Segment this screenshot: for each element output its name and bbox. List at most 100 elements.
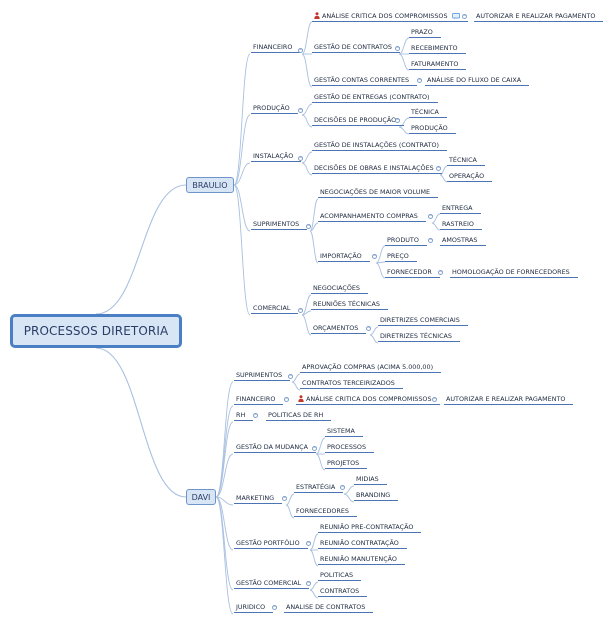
collapse-toggle-icon[interactable]: − xyxy=(282,495,288,501)
topic-negociacoes-volume[interactable]: NEGOCIAÇÕES DE MAIOR VOLUME xyxy=(318,188,439,198)
topic-davi-juridico[interactable]: JURIDICO xyxy=(234,603,274,613)
collapse-toggle-icon[interactable]: − xyxy=(284,396,290,402)
topic-davi-rh[interactable]: RH xyxy=(234,411,254,421)
topic-braulio-suprimentos[interactable]: SUPRIMENTOS xyxy=(251,220,308,230)
main-node-braulio[interactable]: BRAULIO xyxy=(186,177,234,193)
collapse-toggle-icon[interactable]: − xyxy=(438,269,444,275)
collapse-toggle-icon[interactable]: − xyxy=(306,580,312,586)
topic-acompanhamento-compras[interactable]: ACOMPANHAMENTO COMPRAS xyxy=(318,212,426,222)
collapse-toggle-icon[interactable]: − xyxy=(417,77,423,83)
collapse-toggle-icon[interactable]: − xyxy=(298,155,304,161)
collapse-toggle-icon[interactable]: − xyxy=(272,604,278,610)
topic-davi-autorizar[interactable]: AUTORIZAR E REALIZAR PAGAMENTO xyxy=(444,395,574,405)
collapse-toggle-icon[interactable]: − xyxy=(432,396,438,402)
topic-diretrizes-tecnicas[interactable]: DIRETRIZES TÉCNICAS xyxy=(378,332,460,342)
topic-analise-fluxo[interactable]: ANÁLISE DO FLUXO DE CAIXA xyxy=(425,76,530,86)
topic-gestao-contratos[interactable]: GESTÃO DE CONTRATOS xyxy=(312,43,400,53)
topic-operacao[interactable]: OPERAÇÃO xyxy=(447,172,493,182)
topic-davi-gestao-portfolio[interactable]: GESTÃO PORTFÓLIO xyxy=(234,539,308,549)
connector-line xyxy=(215,381,234,498)
collapse-toggle-icon[interactable]: − xyxy=(288,373,294,379)
connector-line xyxy=(301,53,313,88)
topic-projetos[interactable]: PROJETOS xyxy=(325,459,368,469)
collapse-toggle-icon[interactable]: − xyxy=(436,165,442,171)
topic-davi-financeiro[interactable]: FINANCEIRO xyxy=(234,395,284,405)
topic-gestao-contas[interactable]: GESTÃO CONTAS CORRENTES xyxy=(312,76,418,86)
topic-amostras[interactable]: AMOSTRAS xyxy=(440,236,486,246)
topic-braulio-producao[interactable]: PRODUÇÃO xyxy=(251,104,298,114)
topic-autorizar-pagamento[interactable]: AUTORIZAR E REALIZAR PAGAMENTO xyxy=(474,12,603,22)
topic-braulio-comercial[interactable]: COMERCIAL xyxy=(251,304,299,314)
collapse-toggle-icon[interactable]: − xyxy=(298,307,304,313)
topic-davi-gestao-mudanca[interactable]: GESTÃO DA MUDANÇA xyxy=(234,443,316,453)
topic-aprovacao-compras[interactable]: APROVAÇÃO COMPRAS (ACIMA 5.000,00) xyxy=(300,363,442,373)
note-icon[interactable] xyxy=(451,13,460,19)
topic-gestao-instalacoes[interactable]: GESTÃO DE INSTALAÇÕES (CONTRATO) xyxy=(312,141,448,151)
topic-reunioes-tecnicas[interactable]: REUNIÕES TÉCNICAS xyxy=(311,300,388,310)
main-node-davi[interactable]: DAVI xyxy=(186,489,216,505)
collapse-toggle-icon[interactable]: − xyxy=(298,47,304,53)
collapse-toggle-icon[interactable]: − xyxy=(428,213,434,219)
topic-midias[interactable]: MIDIAS xyxy=(354,475,387,485)
topic-fornecedores[interactable]: FORNECEDORES xyxy=(294,507,357,517)
topic-produto[interactable]: PRODUTO xyxy=(385,236,427,246)
collapse-toggle-icon[interactable]: − xyxy=(253,412,259,418)
collapse-toggle-icon[interactable]: − xyxy=(366,325,372,331)
topic-orcamentos[interactable]: ORÇAMENTOS xyxy=(311,324,367,334)
topic-davi-gestao-comercial[interactable]: GESTÃO COMERCIAL xyxy=(234,579,310,589)
connector-line xyxy=(215,496,234,506)
connector-line xyxy=(301,162,313,176)
topic-davi-analise-critica[interactable]: ANÁLISE CRITICA DOS COMPROMISSOS xyxy=(296,395,440,405)
topic-diretrizes-comerciais[interactable]: DIRETRIZES COMERCIAIS xyxy=(378,316,468,326)
topic-analise-contratos[interactable]: ANALISE DE CONTRATOS xyxy=(284,603,374,613)
topic-rastreio[interactable]: RASTREIO xyxy=(440,220,482,230)
collapse-toggle-icon[interactable]: − xyxy=(312,445,318,451)
topic-fornecedor[interactable]: FORNECEDOR xyxy=(385,268,440,278)
topic-estrategia[interactable]: ESTRATÉGIA xyxy=(294,483,344,493)
topic-reuniao-manutencao[interactable]: REUNIÃO MANUTENÇÃO xyxy=(318,555,405,565)
topic-homologacao[interactable]: HOMOLOGAÇÃO DE FORNECEDORES xyxy=(450,268,578,278)
topic-braulio-financeiro[interactable]: FINANCEIRO xyxy=(251,43,301,53)
topic-analise-critica[interactable]: ANÁLISE CRITICA DOS COMPROMISSOS xyxy=(312,12,468,22)
collapse-toggle-icon[interactable]: − xyxy=(306,223,312,229)
connector-line xyxy=(215,453,234,498)
topic-contratos-terceirizados[interactable]: CONTRATOS TERCEIRIZADOS xyxy=(300,379,403,389)
topic-davi-marketing[interactable]: MARKETING xyxy=(234,494,283,504)
collapse-toggle-icon[interactable]: − xyxy=(298,107,304,113)
topic-contratos[interactable]: CONTRATOS xyxy=(318,587,368,597)
topic-decisoes-producao[interactable]: DECISÕES DE PRODUÇÃO xyxy=(312,116,405,126)
topic-processos[interactable]: PROCESSOS xyxy=(325,443,375,453)
topic-importacao[interactable]: IMPORTAÇÃO xyxy=(318,252,370,262)
topic-branding[interactable]: BRANDING xyxy=(354,491,399,501)
topic-politicas-rh[interactable]: POLITICAS DE RH xyxy=(266,411,332,421)
topic-decisoes-obras[interactable]: DECISÕES DE OBRAS E INSTALAÇÕES xyxy=(312,164,442,174)
collapse-toggle-icon[interactable]: − xyxy=(340,484,346,490)
topic-tecnica-producao[interactable]: TÉCNICA xyxy=(409,108,447,118)
collapse-toggle-icon[interactable]: − xyxy=(428,237,434,243)
collapse-toggle-icon[interactable]: − xyxy=(306,540,312,546)
topic-recebimento[interactable]: RECEBIMENTO xyxy=(409,44,466,54)
topic-politicas[interactable]: POLITICAS xyxy=(318,571,362,581)
topic-entrega[interactable]: ENTREGA xyxy=(440,204,481,214)
topic-producao-leaf[interactable]: PRODUÇÃO xyxy=(409,124,456,134)
connector-line xyxy=(431,213,441,224)
root-node[interactable]: PROCESSOS DIRETORIA xyxy=(10,314,182,348)
topic-preco[interactable]: PREÇO xyxy=(385,252,417,262)
topic-reuniao-contratacao[interactable]: REUNIÃO CONTRATAÇÃO xyxy=(318,539,407,549)
topic-braulio-instalacao[interactable]: INSTALAÇÃO xyxy=(251,152,302,162)
collapse-toggle-icon[interactable]: − xyxy=(395,45,401,51)
topic-davi-suprimentos[interactable]: SUPRIMENTOS xyxy=(234,371,291,381)
topic-negociacoes[interactable]: NEGOCIAÇÕES xyxy=(311,284,368,294)
connector-line xyxy=(315,437,326,455)
topic-reuniao-pre-contratacao[interactable]: REUNIÃO PRE-CONTRATAÇÃO xyxy=(318,523,422,533)
topic-gestao-entregas[interactable]: GESTÃO DE ENTREGAS (CONTRATO) xyxy=(312,93,438,103)
topic-prazo[interactable]: PRAZO xyxy=(409,28,441,38)
collapse-toggle-icon[interactable]: − xyxy=(395,117,401,123)
topic-sistema[interactable]: SISTEMA xyxy=(325,427,363,437)
topic-faturamento[interactable]: FATURAMENTO xyxy=(409,60,467,70)
collapse-toggle-icon[interactable]: − xyxy=(462,13,468,19)
person-icon xyxy=(314,12,320,19)
connector-line xyxy=(398,37,410,55)
collapse-toggle-icon[interactable]: − xyxy=(372,253,378,259)
topic-tecnica-instalacao[interactable]: TÉCNICA xyxy=(447,156,485,166)
